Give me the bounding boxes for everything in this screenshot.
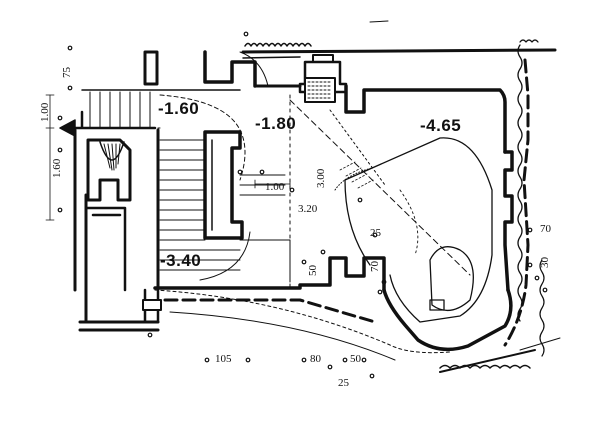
stair-room-wall [84,206,127,292]
level-living: -4.65 [420,116,462,135]
vegetation-bottom [439,364,531,369]
chimney-top [312,54,334,63]
top-hatch [244,42,312,47]
north-wall-living [344,84,507,154]
south-curved-wall [382,288,513,352]
outer-boundary-right [503,58,530,347]
dim-hall-length: 3.20 [298,203,318,215]
hearth-small [429,299,445,311]
dim-bottom-105: 105 [215,353,232,365]
furniture-hatch [339,161,374,189]
dim-right-30: 30 [539,257,551,268]
lower-arc [199,231,251,281]
central-core [203,130,244,240]
top-boundary-wall-inner [242,56,301,59]
left-arrow [59,119,76,137]
stair-upper-treads [89,91,151,129]
outer-boundary-bottom [163,298,377,324]
survey-dots [57,31,548,379]
entrance-door-arc [239,51,269,87]
stair-arc [159,94,246,181]
lower-treads [239,174,286,196]
dim-left-upper: 1.00 [39,102,51,122]
hatch-strip [334,167,373,191]
top-right-mark [369,20,389,23]
terrace-curve [154,289,451,354]
furniture-inner [429,246,474,312]
east-wall-living [503,150,514,292]
left-dim-ticks [45,94,55,221]
south-wall-living [153,256,386,292]
dim-left-lower: 1.60 [51,158,63,178]
arched-niche [86,138,132,202]
lower-landing [239,239,291,283]
dim-step-25: 25 [370,227,381,239]
pillar-lower [142,299,162,311]
vegetation-bottom-line [439,349,536,373]
hall-dim-ticks [254,179,291,189]
dim-bottom-80: 80 [310,353,321,365]
terrace-curve-2 [169,311,396,361]
level-landing-left: -1.60 [158,99,200,118]
dim-bottom-25: 25 [338,377,349,389]
furniture-outline [344,137,493,323]
dim-bottom-50: 50 [350,353,361,365]
level-lower: -3.40 [160,251,202,270]
dim-step-70-inner: 70 [369,261,381,272]
entrance-wall [203,50,257,88]
fireplace-fill [307,81,333,99]
diagonal-axis [289,99,471,276]
top-boundary-wall [241,48,557,54]
diagonal-axis-2 [329,109,386,186]
dim-hall-width: 1.00 [265,181,285,193]
dim-hall-height: 3.00 [315,168,327,188]
top-right-hatch [519,39,539,43]
dim-right-70: 70 [540,223,551,235]
niche-shell [99,141,125,161]
dim-step-50: 50 [307,265,319,276]
niche-shell-lines [103,143,121,171]
level-hall: -1.80 [255,114,297,133]
left-wing-wall [73,110,157,130]
dim-top-left: 75 [61,67,73,78]
inner-dashed-bay [399,189,419,256]
vegetation-right-2 [539,259,545,357]
stair-treads [159,139,241,271]
pillar-top-left [143,50,159,86]
furniture-arc [344,179,371,266]
bottom-right-line [519,337,561,351]
vegetation-right [517,44,523,322]
